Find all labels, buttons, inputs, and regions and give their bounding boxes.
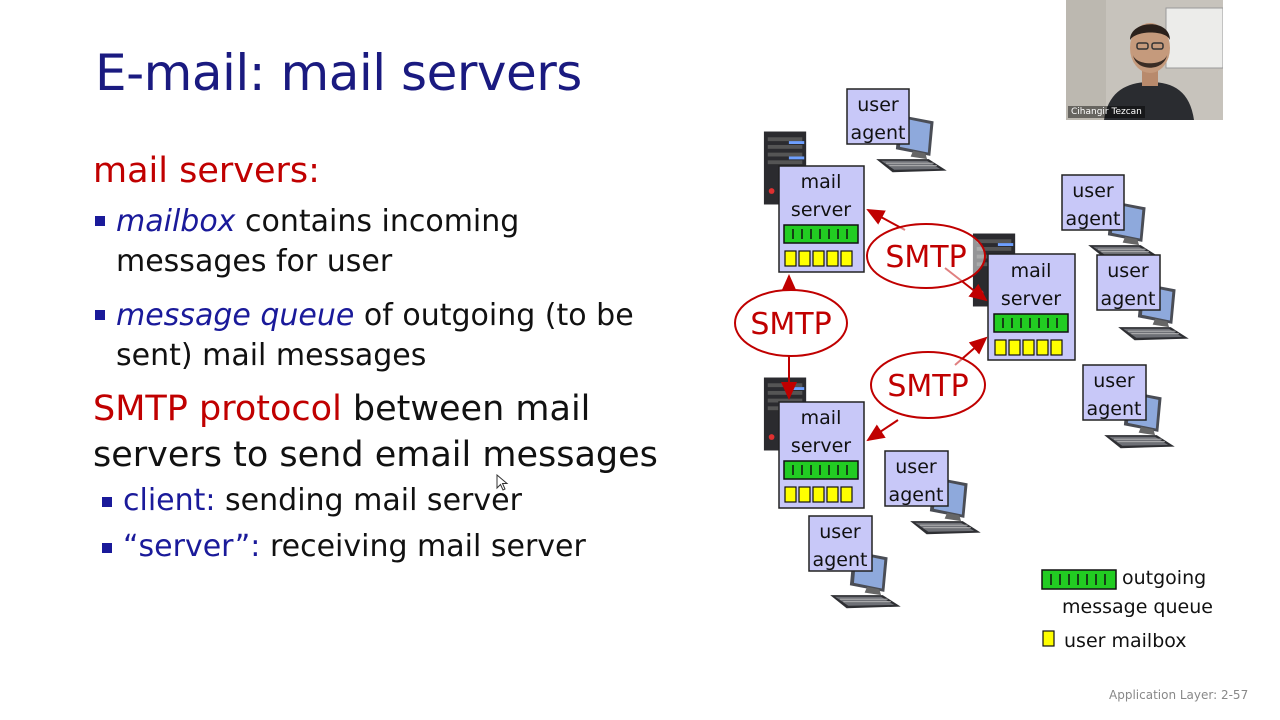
user-agent: user agent	[1096, 254, 1161, 311]
mail-server: mail server	[778, 401, 865, 509]
bullet-text: of outgoing (to be	[354, 298, 634, 333]
legend: outgoing message queue user mailbox	[1041, 567, 1213, 652]
user-agent-label-line2: agent	[1066, 208, 1121, 230]
user-agent-label-line1: user	[857, 94, 899, 116]
bullet-text: contains incoming	[235, 204, 520, 239]
user-mailboxes	[784, 486, 853, 503]
section-text-line2: servers to send email messages	[93, 435, 658, 475]
user-agent: user agent	[1061, 174, 1125, 231]
bullet-square-icon	[102, 543, 112, 553]
legend-outgoing-label: outgoing	[1122, 567, 1206, 589]
subbullet-text: sending mail server	[215, 483, 522, 518]
legend-outgoing-swatch	[1041, 569, 1117, 590]
bullet-message-queue: message queue of outgoing (to be sent) m…	[93, 296, 733, 376]
mail-server-label-line1: mail	[801, 407, 842, 429]
subbullet-server: “server”: receiving mail server	[93, 524, 733, 570]
bullet-square-icon	[95, 216, 105, 226]
outgoing-queue	[993, 313, 1069, 333]
term-message-queue: message queue	[116, 298, 355, 333]
mail-server-label-line2: server	[791, 199, 851, 221]
user-agent-label-line2: agent	[813, 549, 868, 571]
bullet-text-line2: sent) mail messages	[116, 338, 427, 373]
presenter-name: Cihangir Tezcan	[1068, 106, 1145, 118]
user-agent: user agent	[846, 88, 910, 145]
user-agent-label-line2: agent	[851, 122, 906, 144]
mouse-cursor-icon	[496, 474, 509, 491]
smtp-label: SMTP	[750, 307, 831, 342]
legend-mailbox-label: user mailbox	[1064, 630, 1187, 652]
slide-footer: Application Layer: 2-57	[1109, 688, 1249, 702]
slide-body: mail servers: mailbox contains incoming …	[93, 150, 733, 570]
subbullet-text: receiving mail server	[260, 529, 586, 564]
mail-server: mail server	[778, 165, 865, 273]
bullet-mailbox: mailbox contains incoming messages for u…	[93, 202, 733, 282]
user-agent-label-line1: user	[1093, 370, 1135, 392]
user-agent-label-line1: user	[895, 456, 937, 478]
bullet-text-line2: messages for user	[116, 244, 393, 279]
arrow	[866, 419, 899, 442]
subbullet-label: “server”:	[123, 529, 261, 564]
mail-server-label-line2: server	[1001, 288, 1061, 310]
section-smtp-protocol: SMTP protocol between mail servers to se…	[93, 386, 733, 478]
smtp-oval: SMTP	[734, 289, 848, 357]
section-text: between mail	[341, 389, 591, 429]
user-agent: user agent	[808, 515, 873, 572]
outgoing-queue	[783, 224, 859, 244]
term-smtp-protocol: SMTP protocol	[93, 389, 342, 429]
smtp-label: SMTP	[887, 369, 968, 404]
mail-server-label-line2: server	[791, 435, 851, 457]
slide-title: E-mail: mail servers	[95, 44, 582, 102]
user-agent-label-line2: agent	[889, 484, 944, 506]
mail-server: mail server	[987, 253, 1076, 361]
subbullet-label: client:	[123, 483, 216, 518]
user-mailboxes	[994, 339, 1063, 356]
legend-mailbox-swatch	[1042, 630, 1055, 647]
user-agent-label-line2: agent	[1087, 398, 1142, 420]
presenter-icon	[1066, 0, 1223, 120]
subbullet-client: client: sending mail server	[93, 478, 733, 524]
user-agent: user agent	[1082, 364, 1147, 421]
bullet-square-icon	[95, 310, 105, 320]
mail-server-label-line1: mail	[1011, 260, 1052, 282]
term-mailbox: mailbox	[116, 204, 236, 239]
smtp-label: SMTP	[885, 240, 966, 275]
outgoing-queue	[783, 460, 859, 480]
bullet-square-icon	[102, 497, 112, 507]
user-agent-label-line1: user	[1107, 260, 1149, 282]
legend-outgoing-label-line2: message queue	[1062, 596, 1213, 618]
presenter-video: Cihangir Tezcan	[1066, 0, 1223, 120]
user-agent-label-line1: user	[819, 521, 861, 543]
smtp-oval: SMTP	[866, 223, 986, 289]
mail-server-label-line1: mail	[801, 171, 842, 193]
user-mailboxes	[784, 250, 853, 267]
user-agent-label-line1: user	[1072, 180, 1114, 202]
user-agent-label-line2: agent	[1101, 288, 1156, 310]
smtp-oval: SMTP	[870, 351, 986, 419]
user-agent: user agent	[884, 450, 949, 507]
section-heading-mail-servers: mail servers:	[93, 151, 320, 191]
